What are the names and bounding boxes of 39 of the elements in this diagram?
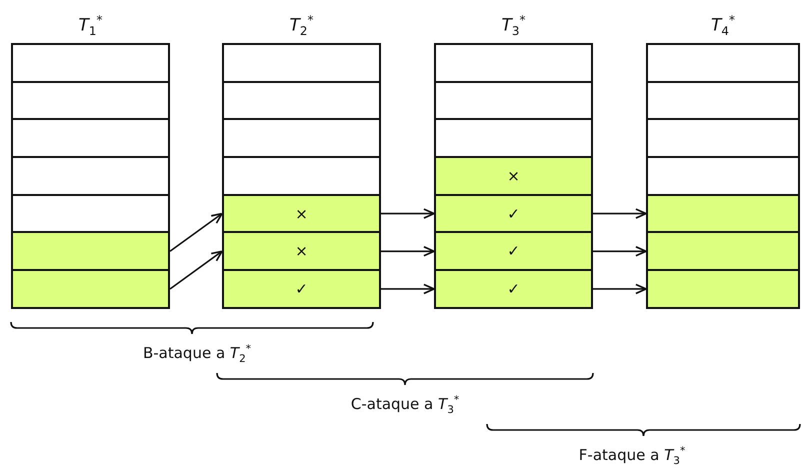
cell-mark: × (295, 242, 308, 260)
arrow (381, 246, 435, 257)
table-cell (11, 231, 170, 272)
arrow (381, 284, 435, 294)
table-cell (434, 231, 593, 272)
table-cell (11, 156, 170, 196)
table-cell (11, 43, 170, 83)
arrow (593, 208, 647, 219)
table-cell (434, 269, 593, 309)
table-cell (434, 43, 593, 83)
cell-mark: × (507, 166, 520, 185)
table-cell (11, 269, 170, 309)
table-cell (646, 194, 800, 234)
table-cell (222, 80, 381, 120)
table-cell (434, 194, 593, 234)
table-cell (222, 269, 381, 309)
table-cell (11, 80, 170, 120)
table-cell (222, 231, 381, 272)
arrow (170, 250, 223, 290)
table-cell (646, 118, 800, 158)
cell-mark: × (295, 204, 308, 223)
cell-mark: ✓ (507, 280, 520, 298)
table-cell (646, 80, 800, 120)
table-cell (434, 156, 593, 196)
arrow (170, 212, 223, 252)
table-cell (222, 118, 381, 158)
table-cell (222, 43, 381, 83)
table-cell (646, 269, 800, 309)
table-cell (646, 43, 800, 83)
table-cell (11, 118, 170, 158)
cell-mark: ✓ (507, 242, 520, 260)
table-cell (646, 231, 800, 272)
arrow (593, 284, 647, 294)
table-cell (222, 194, 381, 234)
arrow (593, 246, 647, 257)
cell-mark: ✓ (295, 280, 308, 298)
cell-mark: ✓ (507, 204, 520, 223)
arrow (381, 208, 435, 219)
table-cell (434, 80, 593, 120)
